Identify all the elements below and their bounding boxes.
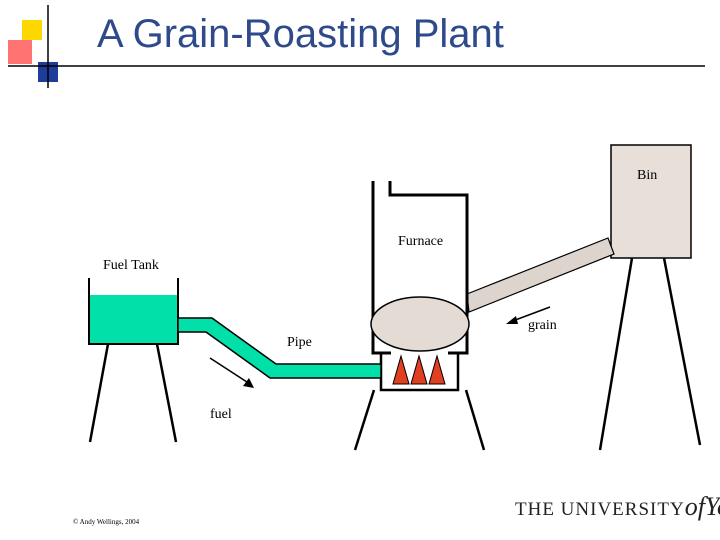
grain-arrow-head [506,316,518,324]
fuel-tank-label: Fuel Tank [103,258,159,273]
grain-label: grain [528,318,557,333]
grain-chute [466,237,615,313]
furnace-label: Furnace [398,234,444,249]
corner-square-yellow [22,20,42,40]
furnace-leg-right [464,389,486,451]
flame-2 [410,354,428,385]
fuel-tank-outline [88,278,179,345]
bin-leg-right [662,257,702,446]
fuel-liquid [89,295,178,344]
logo-york-text: York [704,492,720,521]
fuel-pipe [177,317,382,379]
logo-university-text: THE UNIVERSITY [515,499,685,520]
fuel-arrow-head [243,378,254,388]
pipe-label: Pipe [287,335,312,350]
logo-of-text: of [684,492,705,521]
flame-3 [428,354,446,385]
furnace-leg-left [353,389,376,451]
bin-box [610,144,692,259]
corner-square-red [8,40,32,64]
bin-label: Bin [637,168,658,183]
fuel-tank-leg-left [88,343,110,443]
furnace-walls [388,181,469,355]
bin-leg-left [598,257,634,451]
fuel-arrow [209,357,251,385]
copyright-text: © Andy Wellings, 2004 [73,518,140,526]
flame-1 [392,354,410,385]
university-logo: THE UNIVERSITYofYork [515,492,720,522]
slide-title: A Grain-Roasting Plant [97,12,504,56]
fuel-label: fuel [210,407,232,422]
furnace-wall-left [371,181,391,355]
fuel-tank-leg-right [155,343,178,443]
furnace-drum [370,296,470,352]
